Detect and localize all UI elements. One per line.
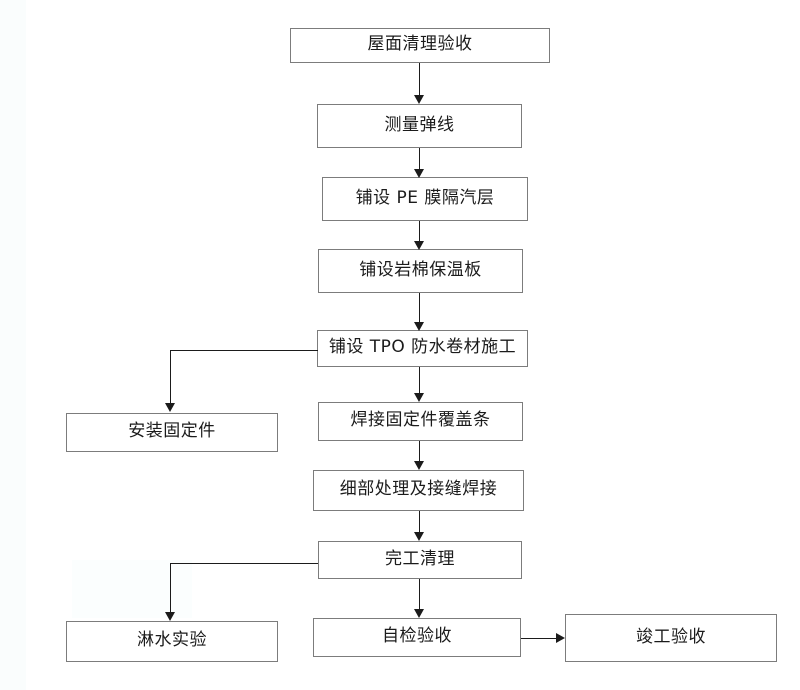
node-label: 淋水实验: [137, 630, 207, 650]
node-label: 竣工验收: [636, 626, 706, 647]
node-install-fasteners[interactable]: 安装固定件: [66, 413, 278, 452]
node-final-completion-acceptance[interactable]: 竣工验收: [565, 614, 777, 662]
node-label: 完工清理: [385, 548, 455, 569]
node-water-spray-test[interactable]: 淋水实验: [66, 621, 278, 662]
node-label: 铺设岩棉保温板: [359, 259, 482, 280]
node-completion-cleanup[interactable]: 完工清理: [318, 541, 522, 579]
node-roof-cleaning-acceptance[interactable]: 屋面清理验收: [290, 28, 550, 63]
arrowhead-rock-wool-to-tpo: [414, 322, 424, 331]
arrowhead-weld-cover-strip-to-detail-treatment: [414, 461, 424, 470]
node-weld-fastener-cover-strip[interactable]: 焊接固定件覆盖条: [318, 402, 523, 441]
arrowhead-self-inspection-to-final-acceptance: [556, 633, 565, 643]
page-tint-mid: [72, 560, 192, 618]
node-label: 安装固定件: [128, 421, 216, 441]
node-label: 测量弹线: [384, 114, 455, 135]
arrowhead-cleanup-to-water-test: [165, 612, 175, 621]
arrowhead-cleanup-to-self-inspection: [414, 609, 424, 618]
connector-roof-cleaning-to-measure: [419, 63, 420, 95]
node-lay-tpo-waterproof-membrane[interactable]: 铺设 TPO 防水卷材施工: [317, 330, 528, 367]
connector-cleanup-to-self-inspection: [419, 579, 420, 609]
arrowhead-measure-to-pe-film: [414, 169, 424, 178]
connector-weld-cover-strip-to-detail-treatment: [419, 441, 420, 461]
connector-cleanup-to-water-test-horizontal: [170, 563, 318, 564]
node-label: 屋面清理验收: [367, 34, 473, 54]
arrowhead-tpo-to-install-fasteners: [165, 403, 175, 412]
arrowhead-tpo-to-weld-cover-strip: [414, 393, 424, 402]
connector-tpo-to-install-fasteners-horizontal: [170, 350, 318, 351]
page-tint-left: [0, 0, 26, 690]
connector-rock-wool-to-tpo: [419, 293, 420, 322]
node-lay-rock-wool-insulation-board[interactable]: 铺设岩棉保温板: [318, 249, 523, 293]
connector-self-inspection-to-final-acceptance: [521, 638, 556, 639]
node-label: 焊接固定件覆盖条: [350, 410, 491, 430]
node-label: 铺设 PE 膜隔汽层: [355, 187, 495, 208]
node-measure-and-snap-line[interactable]: 测量弹线: [317, 104, 522, 148]
node-self-inspection-acceptance[interactable]: 自检验收: [313, 618, 521, 657]
connector-tpo-to-install-fasteners-vertical: [170, 350, 171, 404]
connector-pe-film-to-rock-wool: [419, 221, 420, 241]
connector-measure-to-pe-film: [419, 148, 420, 169]
connector-detail-treatment-to-cleanup: [419, 511, 420, 532]
arrowhead-pe-film-to-rock-wool: [414, 241, 424, 250]
arrowhead-detail-treatment-to-cleanup: [414, 532, 424, 541]
node-lay-pe-vapor-barrier[interactable]: 铺设 PE 膜隔汽层: [322, 177, 528, 221]
node-label: 细部处理及接缝焊接: [339, 479, 498, 499]
connector-tpo-to-weld-cover-strip: [419, 367, 420, 393]
connector-cleanup-to-water-test-vertical: [170, 563, 171, 613]
node-detail-treatment-and-seam-welding[interactable]: 细部处理及接缝焊接: [313, 470, 524, 511]
arrowhead-roof-cleaning-to-measure: [414, 95, 424, 104]
node-label: 自检验收: [382, 626, 452, 646]
node-label: 铺设 TPO 防水卷材施工: [328, 337, 517, 357]
